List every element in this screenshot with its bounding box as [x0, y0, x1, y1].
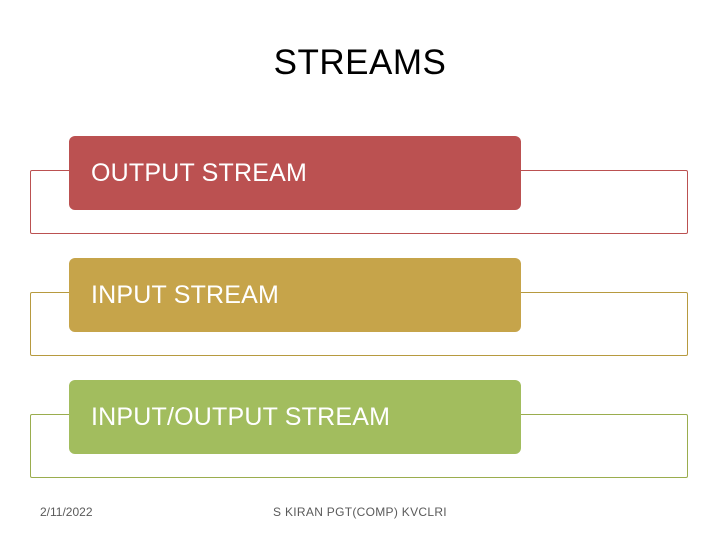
- stream-list: OUTPUT STREAM INPUT STREAM INPUT/OUTPUT …: [0, 128, 720, 494]
- list-item-label: INPUT STREAM: [91, 280, 280, 309]
- list-item-label: OUTPUT STREAM: [91, 158, 308, 187]
- list-item-label: INPUT/OUTPUT STREAM: [91, 402, 391, 431]
- row-chip-output[interactable]: OUTPUT STREAM: [69, 136, 521, 210]
- slide-footer: 2/11/2022 S KIRAN PGT(COMP) KVCLRI: [0, 505, 720, 531]
- row-chip-input-output[interactable]: INPUT/OUTPUT STREAM: [69, 380, 521, 454]
- footer-date: 2/11/2022: [40, 505, 93, 519]
- row-chip-input[interactable]: INPUT STREAM: [69, 258, 521, 332]
- list-item[interactable]: INPUT/OUTPUT STREAM: [0, 372, 720, 494]
- list-item[interactable]: INPUT STREAM: [0, 250, 720, 372]
- footer-author: S KIRAN PGT(COMP) KVCLRI: [273, 505, 447, 519]
- page-title: STREAMS: [273, 43, 447, 82]
- list-item[interactable]: OUTPUT STREAM: [0, 128, 720, 250]
